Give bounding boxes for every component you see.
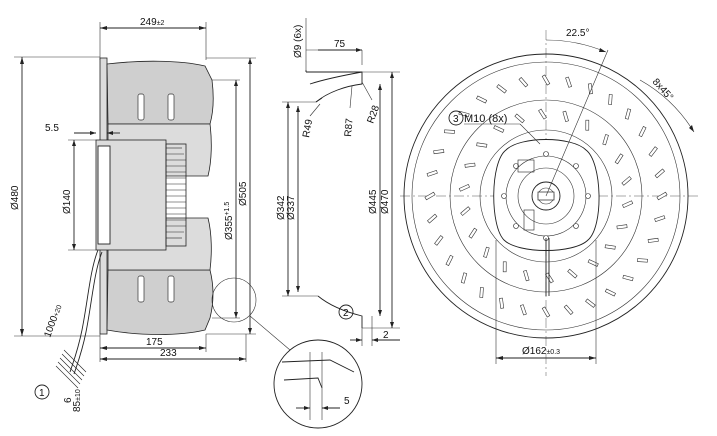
blade-slot (622, 274, 634, 282)
blade-slot (614, 153, 624, 165)
dim-342: Ø342 (276, 195, 287, 220)
blade-slot (483, 246, 490, 258)
impeller-bottom (106, 269, 214, 335)
dim-width-249: 249±2 (140, 17, 165, 28)
blade-slot (427, 213, 438, 224)
blade-slot (647, 237, 659, 243)
blade-slot (562, 110, 569, 122)
dim-337: Ø337 (286, 195, 297, 220)
blade-slot (587, 83, 593, 95)
blade-slot (434, 235, 444, 246)
blade-slot (476, 95, 488, 104)
dim-5: 5 (344, 396, 350, 407)
dim-470: Ø470 (380, 189, 391, 214)
blade-slot (563, 304, 574, 315)
blade-slot (585, 119, 590, 131)
blade-slot (496, 84, 507, 94)
blade-slot (565, 76, 573, 88)
blade-slot (460, 272, 468, 284)
blade-slot (445, 254, 454, 266)
thread-label: M10 (8x) (464, 113, 507, 125)
dim-width-175: 175 (146, 337, 163, 348)
blade-slot (460, 206, 471, 216)
blade-slot (616, 224, 628, 230)
blade-ring (424, 74, 668, 318)
detail-circle (273, 339, 363, 429)
dim-75: 75 (334, 39, 346, 50)
blade-slot (602, 134, 609, 146)
blade-slot (604, 244, 616, 250)
dim-motor-dia: Ø140 (62, 189, 73, 214)
blade-slot (654, 168, 665, 179)
impeller-top (106, 60, 214, 125)
dim-angle-22-5: 22.5° (566, 28, 589, 39)
dim-85: 85±10 (72, 389, 83, 412)
blade-slot (638, 126, 647, 138)
blade-slot (444, 129, 455, 134)
blade-slot (541, 74, 551, 86)
cable (69, 249, 99, 373)
dim-outer-dia: Ø505 (238, 181, 249, 206)
dim-overall-height: Ø480 (10, 185, 21, 210)
blade-slot (479, 287, 484, 298)
blade-slot (426, 169, 438, 177)
dim-cable-length: 1000+20 (42, 303, 64, 339)
blade-slot (476, 142, 488, 148)
callout-1: 1 (39, 388, 45, 399)
dim-inlet-dia: Ø355+1.5 (224, 202, 235, 240)
dim-angle-8x45: 8x45° (650, 77, 675, 103)
blade-slot (523, 270, 530, 282)
blade-slot (637, 258, 648, 263)
dim-r49: R49 (301, 118, 315, 138)
blade-slot (538, 108, 547, 120)
blade-slot (499, 297, 505, 309)
blade-slot (493, 125, 505, 133)
callout-3: 3 (453, 114, 459, 125)
blade-slot (519, 304, 527, 316)
callout-2: 2 (343, 308, 349, 319)
blade-slot (656, 191, 668, 201)
dim-width-233: 233 (160, 348, 177, 359)
blade-slot (433, 149, 445, 155)
blade-slot (545, 272, 554, 284)
blade-slot (648, 146, 658, 157)
dim-hole: Ø9 (6x) (293, 25, 304, 58)
side-view: Ø480 249±2 (10, 17, 291, 412)
blade-slot (502, 261, 507, 273)
blade-slot (458, 110, 470, 118)
dim-6: 6 (63, 397, 74, 403)
dim-hub-dia: Ø162±0.3 (522, 346, 560, 357)
blade-slot (518, 77, 529, 88)
blade-slot (621, 176, 632, 186)
blade-slot (622, 200, 634, 209)
blade-slot (424, 191, 436, 201)
shroud-bottom (317, 295, 363, 328)
blade-slot (624, 108, 632, 120)
blade-slot (541, 306, 551, 318)
blade-slot (458, 183, 470, 192)
outer-ring (403, 53, 689, 339)
section-view: Ø9 (6x) 75 R49 R87 R28 Ø342 Ø337 (273, 18, 400, 429)
dim-r87: R87 (343, 118, 356, 138)
dim-offset-5-5: 5.5 (45, 123, 59, 134)
front-view: 22.5° 8x45° 3 M10 (8x) Ø162±0.3 (400, 28, 700, 376)
dim-2: 2 (383, 330, 389, 341)
blade-slot (585, 298, 596, 308)
blade-slot (567, 268, 578, 279)
blade-slot (464, 162, 476, 168)
shroud-top (306, 71, 363, 103)
blade-slot (587, 259, 599, 267)
blade-slot (604, 288, 616, 297)
blade-slot (608, 94, 613, 105)
blade-slot (468, 227, 478, 239)
blade-slot (514, 113, 525, 124)
blade-slot (654, 215, 666, 223)
dim-445: Ø445 (368, 189, 379, 214)
